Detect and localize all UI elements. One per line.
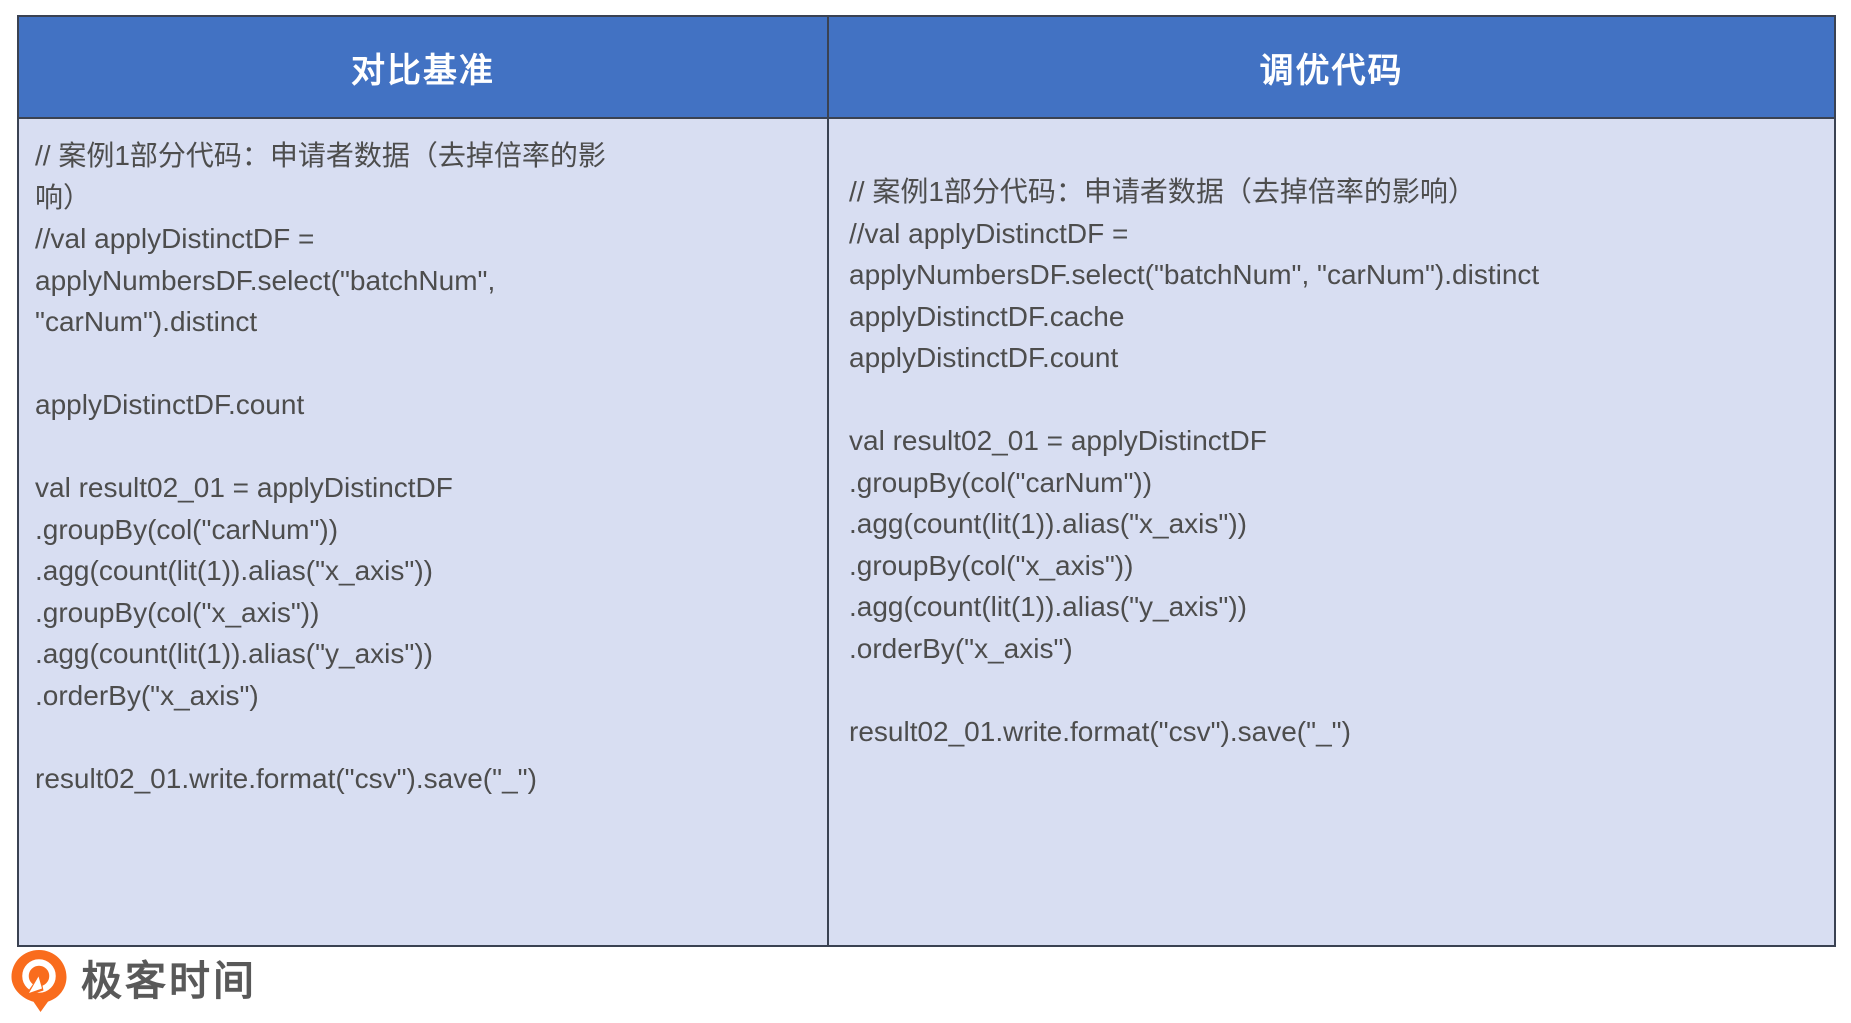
code-line: // 案例1部分代码：申请者数据（去掉倍率的影响）: [849, 176, 1476, 207]
code-line: .agg(count(lit(1)).alias("x_axis")): [849, 508, 1247, 539]
code-line: // 案例1部分代码：申请者数据（去掉倍率的影: [35, 140, 606, 171]
code-line: .agg(count(lit(1)).alias("y_axis")): [35, 638, 433, 669]
column-header-baseline: 对比基准: [19, 17, 829, 119]
code-line: val result02_01 = applyDistinctDF: [849, 425, 1267, 456]
code-line: 响）: [35, 181, 92, 213]
code-line: .groupBy(col("carNum")): [35, 513, 339, 545]
geektime-pin-icon: [10, 949, 68, 1013]
code-line: [849, 669, 1822, 711]
geektime-logo: 极客时间: [10, 948, 257, 1014]
code-line: .agg(count(lit(1)).alias("x_axis")): [35, 555, 433, 586]
code-line: applyDistinctDF.count: [849, 342, 1119, 373]
code-line: .orderBy("x_axis"): [35, 679, 259, 711]
geektime-logo-text: 极客时间: [81, 958, 257, 1004]
code-line: .agg(count(lit(1)).alias("y_axis")): [849, 591, 1247, 622]
code-cell-baseline: // 案例1部分代码：申请者数据（去掉倍率的影响） //val applyDist…: [19, 119, 829, 945]
code-line: result02_01.write.format("csv").save("_"…: [35, 762, 537, 794]
code-line: //val applyDistinctDF =: [35, 223, 315, 254]
code-line: [849, 379, 1822, 421]
code-line: .orderBy("x_axis"): [849, 632, 1073, 664]
code-line: .groupBy(col("carNum")): [849, 466, 1153, 498]
code-line: val result02_01 = applyDistinctDF: [35, 472, 453, 503]
code-line: applyNumbersDF.select("batchNum", "carNu…: [849, 259, 1540, 290]
code-line: .groupBy(col("x_axis")): [849, 549, 1134, 581]
code-cell-tuned: // 案例1部分代码：申请者数据（去掉倍率的影响） //val applyDist…: [829, 119, 1834, 945]
code-line: //val applyDistinctDF =: [849, 217, 1129, 249]
column-header-tuned: 调优代码: [829, 17, 1834, 119]
code-line: applyNumbersDF.select("batchNum",: [35, 264, 496, 296]
code-comparison-table: 对比基准 调优代码 // 案例1部分代码：申请者数据（去掉倍率的影响） //val…: [17, 15, 1836, 947]
code-line: [35, 343, 815, 385]
code-line: applyDistinctDF.count: [35, 389, 305, 420]
code-line: result02_01.write.format("csv").save("_"…: [849, 715, 1351, 747]
column-header-tuned-label: 调优代码: [1259, 51, 1404, 90]
column-header-baseline-label: 对比基准: [351, 51, 495, 90]
code-line: applyDistinctDF.cache: [849, 300, 1125, 332]
code-line: [35, 426, 815, 468]
code-line: "carNum").distinct: [35, 306, 258, 337]
code-line: .groupBy(col("x_axis")): [35, 596, 320, 628]
code-line: [35, 716, 815, 758]
